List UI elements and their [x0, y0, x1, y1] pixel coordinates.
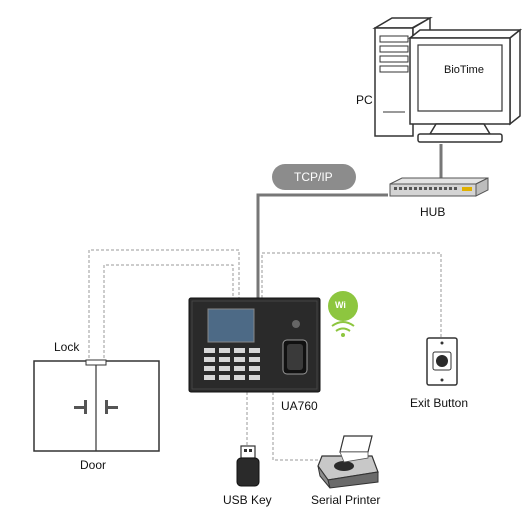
lock-wire-outer: [88, 249, 240, 363]
wifi-icon: [328, 291, 358, 337]
exit-button-icon: [426, 337, 458, 386]
usb-key-icon: [236, 445, 260, 487]
tcp-ip-link: [256, 193, 388, 298]
lock-wire-inner: [103, 264, 234, 363]
device-label: UA760: [281, 399, 318, 413]
device-screen: [207, 308, 255, 343]
pc-label: PC: [356, 93, 373, 107]
wifi-label: Wi: [335, 300, 346, 310]
usb-key-label: USB Key: [223, 493, 272, 507]
monitor-icon: [407, 28, 523, 143]
door-icon: [33, 359, 160, 452]
printer-wire: [272, 392, 321, 461]
exit-button-wire: [261, 252, 442, 338]
device-keypad: [204, 348, 260, 380]
monitor-app-label: BioTime: [444, 64, 484, 76]
protocol-label: TCP/IP: [294, 170, 333, 184]
door-label: Door: [80, 458, 107, 472]
serial-printer-icon: [317, 435, 379, 489]
ua760-device-icon: [188, 297, 321, 393]
hub-icon: [389, 177, 489, 197]
tcp-ip-badge: [272, 164, 356, 190]
exit-button-label: Exit Button: [410, 396, 469, 410]
connection-lines: [88, 144, 443, 461]
lock-label: Lock: [54, 340, 80, 354]
hub-label: HUB: [420, 205, 446, 219]
serial-printer-label: Serial Printer: [311, 493, 381, 507]
